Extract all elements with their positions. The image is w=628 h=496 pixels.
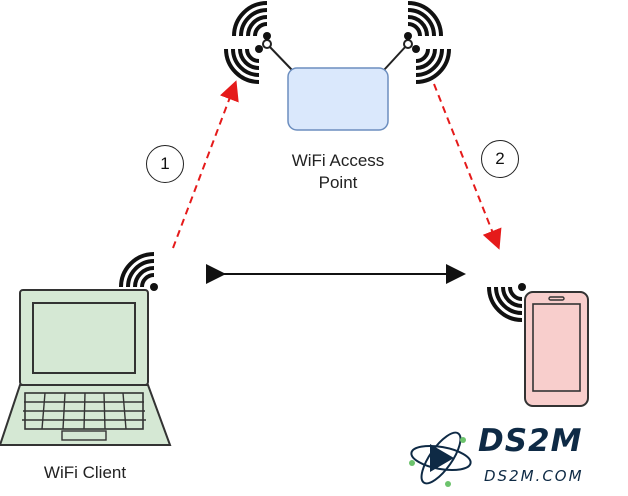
wifi-icon: [410, 43, 451, 84]
smartphone-icon: [524, 291, 589, 407]
step2-arrow: [433, 83, 502, 250]
watermark-subtitle: DS2M.COM: [484, 467, 584, 485]
wifi-icon: [232, 1, 273, 42]
access-point-label-line1: WiFi Access: [291, 151, 385, 170]
watermark-atom-icon: [409, 431, 472, 487]
step-2-badge: 2: [481, 140, 519, 178]
access-point-label-line2: Point: [318, 173, 358, 192]
wifi-icon: [402, 1, 443, 42]
wifi-icon: [487, 281, 528, 322]
wifi-icon: [224, 43, 265, 84]
wifi-icon: [119, 252, 160, 293]
access-point-label: WiFi Access Point: [258, 150, 418, 194]
router-icon: [262, 39, 413, 131]
watermark-title: DS2M: [478, 423, 583, 459]
step1-arrow: [172, 80, 239, 249]
step-1-badge: 1: [146, 145, 184, 183]
laptop-icon: [0, 289, 172, 446]
wifi-client-label: WiFi Client: [43, 463, 127, 482]
